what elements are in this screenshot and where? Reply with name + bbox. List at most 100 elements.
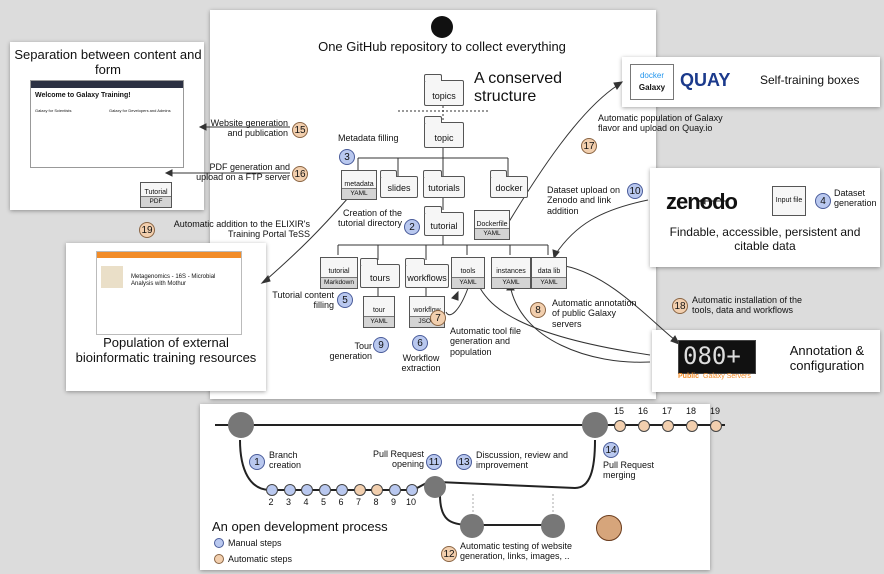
tess-thumbnail xyxy=(101,266,123,288)
tour-gen-label: Tour generation xyxy=(329,341,372,362)
legend-auto-swatch xyxy=(214,554,224,564)
commit-label: 5 xyxy=(320,497,326,507)
step-16: 16 xyxy=(292,166,308,182)
commit-dot xyxy=(336,484,348,496)
step-1: 1 xyxy=(249,454,265,470)
branch-label: Branch creation xyxy=(269,450,302,471)
step-5: 5 xyxy=(337,292,353,308)
website-header xyxy=(31,81,183,88)
topics-folder: topics xyxy=(424,74,464,106)
post-merge-label: 19 xyxy=(709,406,720,416)
slides-folder: slides xyxy=(380,170,418,198)
conserved-title: A conserved structure xyxy=(474,70,563,106)
commit-label: 6 xyxy=(338,497,344,507)
pdf-label: PDF generation and upload on a FTP serve… xyxy=(196,162,290,183)
website-col2: Galaxy for Developers and Admins xyxy=(109,108,171,113)
commit-dot xyxy=(318,484,331,496)
legend-auto: Automatic steps xyxy=(228,554,293,564)
tours-folder: tours xyxy=(360,258,400,288)
post-merge-dot xyxy=(710,420,722,432)
step-8: 8 xyxy=(530,302,546,318)
testing-label: Automatic testing of website generation,… xyxy=(460,541,573,562)
step-9: 9 xyxy=(373,337,389,353)
commit-dot xyxy=(353,484,366,496)
pr-merge-label: Pull Request merging xyxy=(603,460,655,481)
input-file: Input file xyxy=(772,186,806,216)
commit-label: 9 xyxy=(390,497,396,507)
test-node-2 xyxy=(541,514,565,538)
docker-galaxy-logo: docker Galaxy xyxy=(630,64,674,100)
boxes-title: Self-training boxes xyxy=(760,73,860,87)
step-2: 2 xyxy=(404,219,420,235)
merge-node xyxy=(582,412,608,438)
post-merge-dot xyxy=(662,420,674,432)
dataset-gen-label: Dataset generation xyxy=(834,188,877,209)
website-title: Welcome to Galaxy Training! xyxy=(35,92,131,99)
commit-label: 10 xyxy=(405,497,416,507)
install-label: Automatic installation of the tools, dat… xyxy=(692,295,803,316)
step-7: 7 xyxy=(430,310,446,326)
process-title: An open development process xyxy=(212,519,388,534)
post-merge-dot xyxy=(614,420,626,432)
annotation-title: Annotation & configuration xyxy=(789,343,865,373)
zenodo-title: Findable, accessible, persistent and cit… xyxy=(669,225,861,253)
population-title: Population of external bioinformatic tra… xyxy=(75,335,257,365)
tutorial-folder: tutorial xyxy=(424,206,464,236)
step-3: 3 xyxy=(339,149,355,165)
quay-logo: QUAY xyxy=(680,70,731,90)
website-label: Website generation and publication xyxy=(210,118,288,139)
pr-node xyxy=(424,476,446,498)
tess-header xyxy=(97,252,241,258)
workflow-extraction-label: Workflow extraction xyxy=(401,353,441,374)
zenodo-panel xyxy=(650,168,880,267)
annotation-label: Automatic annotation of public Galaxy se… xyxy=(552,298,637,329)
step-15: 15 xyxy=(292,122,308,138)
jenkins-icon xyxy=(596,515,622,541)
tutorials-folder: tutorials xyxy=(423,170,465,198)
topic-folder: topic xyxy=(424,116,464,148)
commit-label: 4 xyxy=(303,497,309,507)
post-merge-label: 15 xyxy=(613,406,624,416)
step-13: 13 xyxy=(456,454,472,470)
commit-label: 3 xyxy=(285,497,291,507)
docker-pop-label: Automatic population of Galaxy flavor an… xyxy=(598,113,723,134)
post-merge-dot xyxy=(686,420,698,432)
step-14: 14 xyxy=(603,442,619,458)
tess-article-title: Metagenomics - 16S - Microbial Analysis … xyxy=(131,274,216,287)
discussion-label: Discussion, review and improvement xyxy=(476,450,569,471)
step-11: 11 xyxy=(426,454,442,470)
step-6: 6 xyxy=(412,335,428,351)
central-title: One GitHub repository to collect everyth… xyxy=(318,39,566,54)
commit-dot xyxy=(266,484,278,496)
zenodo-logo: zenodo xyxy=(666,189,738,214)
commit-dot xyxy=(371,484,383,496)
branch-node xyxy=(228,412,254,438)
servers-label: Galaxy Servers xyxy=(703,373,751,380)
tess-screenshot: Metagenomics - 16S - Microbial Analysis … xyxy=(96,251,242,335)
step-18: 18 xyxy=(672,298,688,314)
docker-folder: docker xyxy=(490,170,528,198)
legend-manual: Manual steps xyxy=(228,538,282,548)
legend-manual-swatch xyxy=(214,538,224,548)
website-screenshot: Welcome to Galaxy Training! Galaxy for S… xyxy=(30,80,184,168)
commit-dot xyxy=(406,484,418,496)
workflows-folder: workflows xyxy=(405,258,449,288)
step-10: 10 xyxy=(627,183,643,199)
server-counter: 080+ xyxy=(678,340,756,374)
pr-open-label: Pull Request opening xyxy=(372,449,424,470)
step-12: 12 xyxy=(441,546,457,562)
commit-dot xyxy=(388,484,401,496)
tess-label: Automatic addition to the ELIXIR's Train… xyxy=(173,219,310,240)
commit-label: 7 xyxy=(355,497,361,507)
public-label: Public xyxy=(678,373,700,380)
post-merge-label: 16 xyxy=(637,406,648,416)
step-19: 19 xyxy=(139,222,155,238)
post-merge-label: 18 xyxy=(685,406,696,416)
